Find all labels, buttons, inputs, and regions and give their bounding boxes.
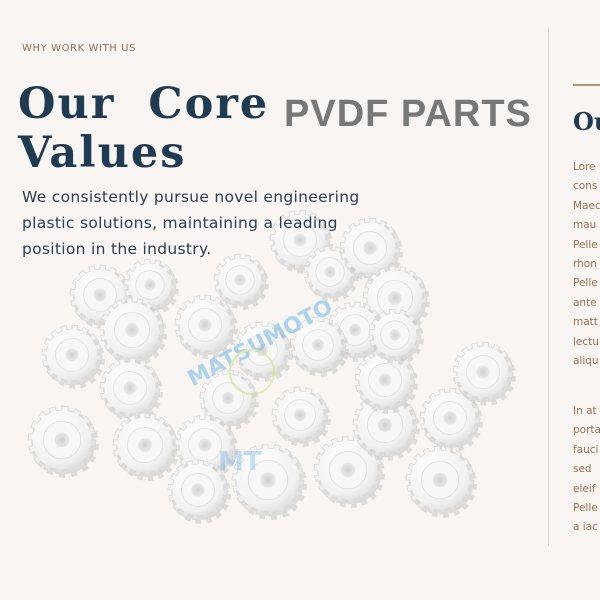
gear-part [27,405,99,478]
gear-part [199,369,259,430]
gear-part [405,445,477,518]
right-column-line: cons [573,180,598,193]
gear-part [174,294,238,359]
gear-part [231,443,307,520]
gear-part [213,253,269,310]
gear-part [452,341,516,406]
gear-part [419,387,483,452]
gear-part [41,324,105,389]
gear-part [69,264,133,329]
right-column-line: Pelle [573,277,598,290]
right-column-line: fauci [573,443,599,456]
gear-part [313,435,385,508]
values-description: We consistently pursue novel engineering… [22,188,360,258]
right-column-line: lectu [573,335,599,348]
gear-part [112,412,180,481]
core-values-title: Our Core Values [18,80,269,178]
gear-part [289,316,349,377]
watermark-mark: MT [218,447,262,477]
gear-part [174,414,238,479]
gear-part [368,308,424,365]
right-column-line: Pelle [573,502,598,515]
right-column-heading: Ou [573,107,600,136]
gear-part [362,265,430,334]
accent-line [573,84,600,86]
watermark-text: MATSUMOTO [184,295,337,392]
title-line-1: Our Core [18,79,270,129]
column-divider [548,28,549,546]
gear-part [326,301,386,362]
right-column-line: ante [573,296,597,309]
right-column-line: rhon [573,258,597,271]
product-label: PVDF PARTS [284,93,532,135]
right-column-line: eleif [573,482,596,495]
right-column-line: a iac [573,521,598,534]
gear-part [123,258,179,315]
right-column-line: mau [573,219,597,232]
right-column-line: Pelle [573,238,598,251]
watermark-logo: MATSUMOTO MT [184,295,337,477]
gear-part [354,349,418,414]
eyebrow-label: WHY WORK WITH US [22,43,137,54]
gear-part [99,297,167,366]
gear-part [352,392,420,461]
title-line-2: Values [18,128,187,178]
right-column-line: aliqu [573,355,599,368]
gear-part [271,386,331,447]
right-column-line: porta [573,424,600,437]
right-column-line: Lore [573,161,596,173]
right-column-line: In at [573,405,597,417]
right-column-line: matt [573,316,598,329]
gear-part [99,357,163,422]
right-column-line: sed [573,463,592,476]
right-column-line: Maec [573,199,600,212]
gear-part [233,321,293,382]
gear-part [167,459,231,524]
